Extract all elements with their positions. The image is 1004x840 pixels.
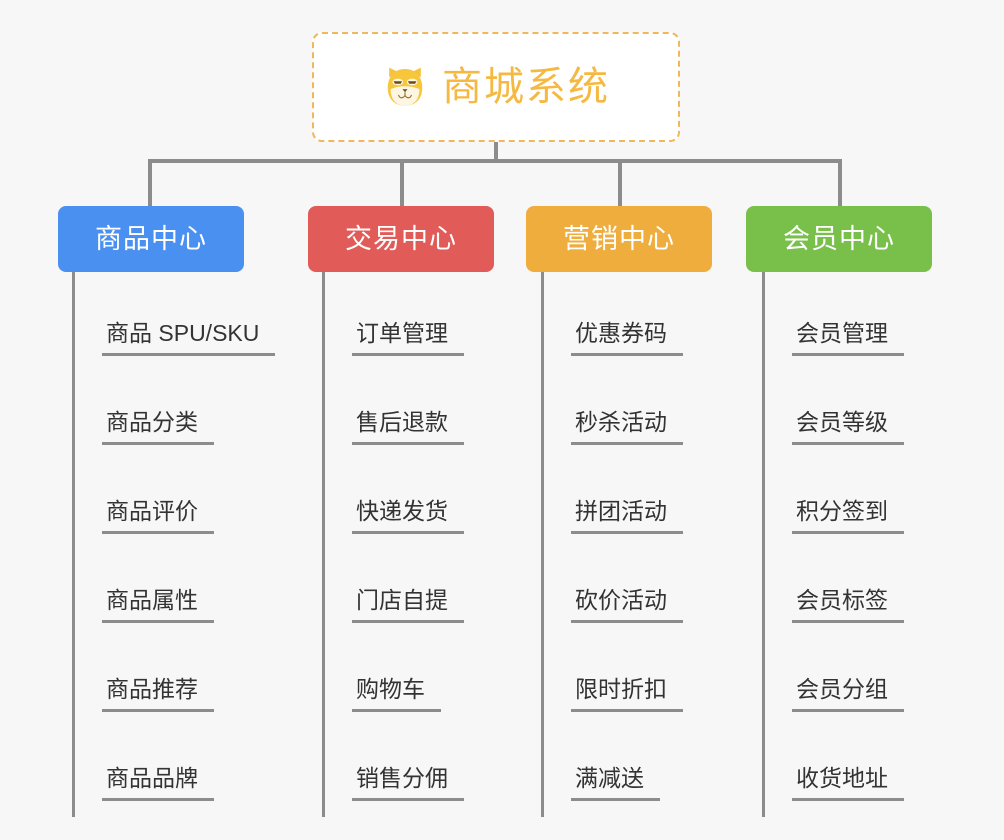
leaf-item[interactable]: 会员管理: [762, 272, 904, 360]
leaf-item[interactable]: 拼团活动: [541, 450, 683, 538]
leaf-label: 商品评价: [106, 498, 198, 524]
leaf-item[interactable]: 门店自提: [322, 539, 464, 627]
leaf-item[interactable]: 订单管理: [322, 272, 464, 360]
leaf-label: 会员标签: [796, 587, 888, 613]
category-box-1[interactable]: 商品中心: [58, 206, 244, 272]
leaf-item[interactable]: 满减送: [541, 717, 660, 805]
leaf-label: 销售分佣: [356, 765, 448, 791]
leaf-spine-1: [72, 272, 75, 817]
leaf-item[interactable]: 会员分组: [762, 628, 904, 716]
category-label-2: 交易中心: [345, 223, 457, 254]
leaf-item[interactable]: 购物车: [322, 628, 441, 716]
leaf-item[interactable]: 商品推荐: [72, 628, 214, 716]
leaf-label: 满减送: [575, 765, 644, 791]
leaf-item[interactable]: 收货地址: [762, 717, 904, 805]
leaf-item[interactable]: 商品分类: [72, 361, 214, 449]
connector-drop-4: [838, 159, 842, 206]
leaf-item[interactable]: 商品属性: [72, 539, 214, 627]
leaf-label: 售后退款: [356, 409, 448, 435]
leaf-label: 商品品牌: [106, 765, 198, 791]
leaf-label: 会员等级: [796, 409, 888, 435]
leaf-label: 订单管理: [356, 320, 448, 346]
leaf-item[interactable]: 会员标签: [762, 539, 904, 627]
category-box-4[interactable]: 会员中心: [746, 206, 932, 272]
connector-drop-2: [400, 159, 404, 206]
leaf-label: 商品推荐: [106, 676, 198, 702]
leaf-label: 商品属性: [106, 587, 198, 613]
category-box-3[interactable]: 营销中心: [526, 206, 712, 272]
root-title: 商城系统: [442, 65, 610, 109]
leaf-item[interactable]: 商品评价: [72, 450, 214, 538]
category-label-4: 会员中心: [783, 223, 895, 254]
leaf-item[interactable]: 快递发货: [322, 450, 464, 538]
leaf-label: 快递发货: [356, 498, 448, 524]
leaf-item[interactable]: 会员等级: [762, 361, 904, 449]
category-label-1: 商品中心: [95, 223, 207, 254]
leaf-item[interactable]: 秒杀活动: [541, 361, 683, 449]
category-box-2[interactable]: 交易中心: [308, 206, 494, 272]
leaf-label: 商品分类: [106, 409, 198, 435]
leaf-label: 门店自提: [356, 587, 448, 613]
leaf-label: 砍价活动: [575, 587, 667, 613]
connector-bus: [150, 159, 840, 163]
leaf-item[interactable]: 商品品牌: [72, 717, 214, 805]
leaf-label: 限时折扣: [575, 676, 667, 702]
leaf-label: 积分签到: [796, 498, 888, 524]
leaf-item[interactable]: 商品 SPU/SKU: [72, 272, 276, 360]
connector-drop-1: [148, 159, 152, 206]
leaf-label: 商品 SPU/SKU: [106, 320, 260, 346]
leaf-label: 收货地址: [796, 765, 888, 791]
leaf-spine-4: [762, 272, 765, 817]
leaf-item[interactable]: 积分签到: [762, 450, 904, 538]
leaf-label: 拼团活动: [575, 498, 667, 524]
shiba-dog-face-icon: [382, 64, 428, 110]
leaf-label: 会员管理: [796, 320, 888, 346]
leaf-item[interactable]: 限时折扣: [541, 628, 683, 716]
leaf-label: 会员分组: [796, 676, 888, 702]
leaf-spine-2: [322, 272, 325, 817]
leaf-label: 秒杀活动: [575, 409, 667, 435]
root-node-shop-system[interactable]: 商城系统: [312, 32, 680, 142]
connector-drop-3: [618, 159, 622, 206]
leaf-item[interactable]: 优惠券码: [541, 272, 683, 360]
leaf-label: 购物车: [356, 676, 425, 702]
category-label-3: 营销中心: [563, 223, 675, 254]
leaf-label: 优惠券码: [575, 320, 667, 346]
leaf-spine-3: [541, 272, 544, 817]
leaf-item[interactable]: 砍价活动: [541, 539, 683, 627]
leaf-item[interactable]: 销售分佣: [322, 717, 464, 805]
leaf-item[interactable]: 售后退款: [322, 361, 464, 449]
connector-root-stem: [494, 142, 498, 163]
